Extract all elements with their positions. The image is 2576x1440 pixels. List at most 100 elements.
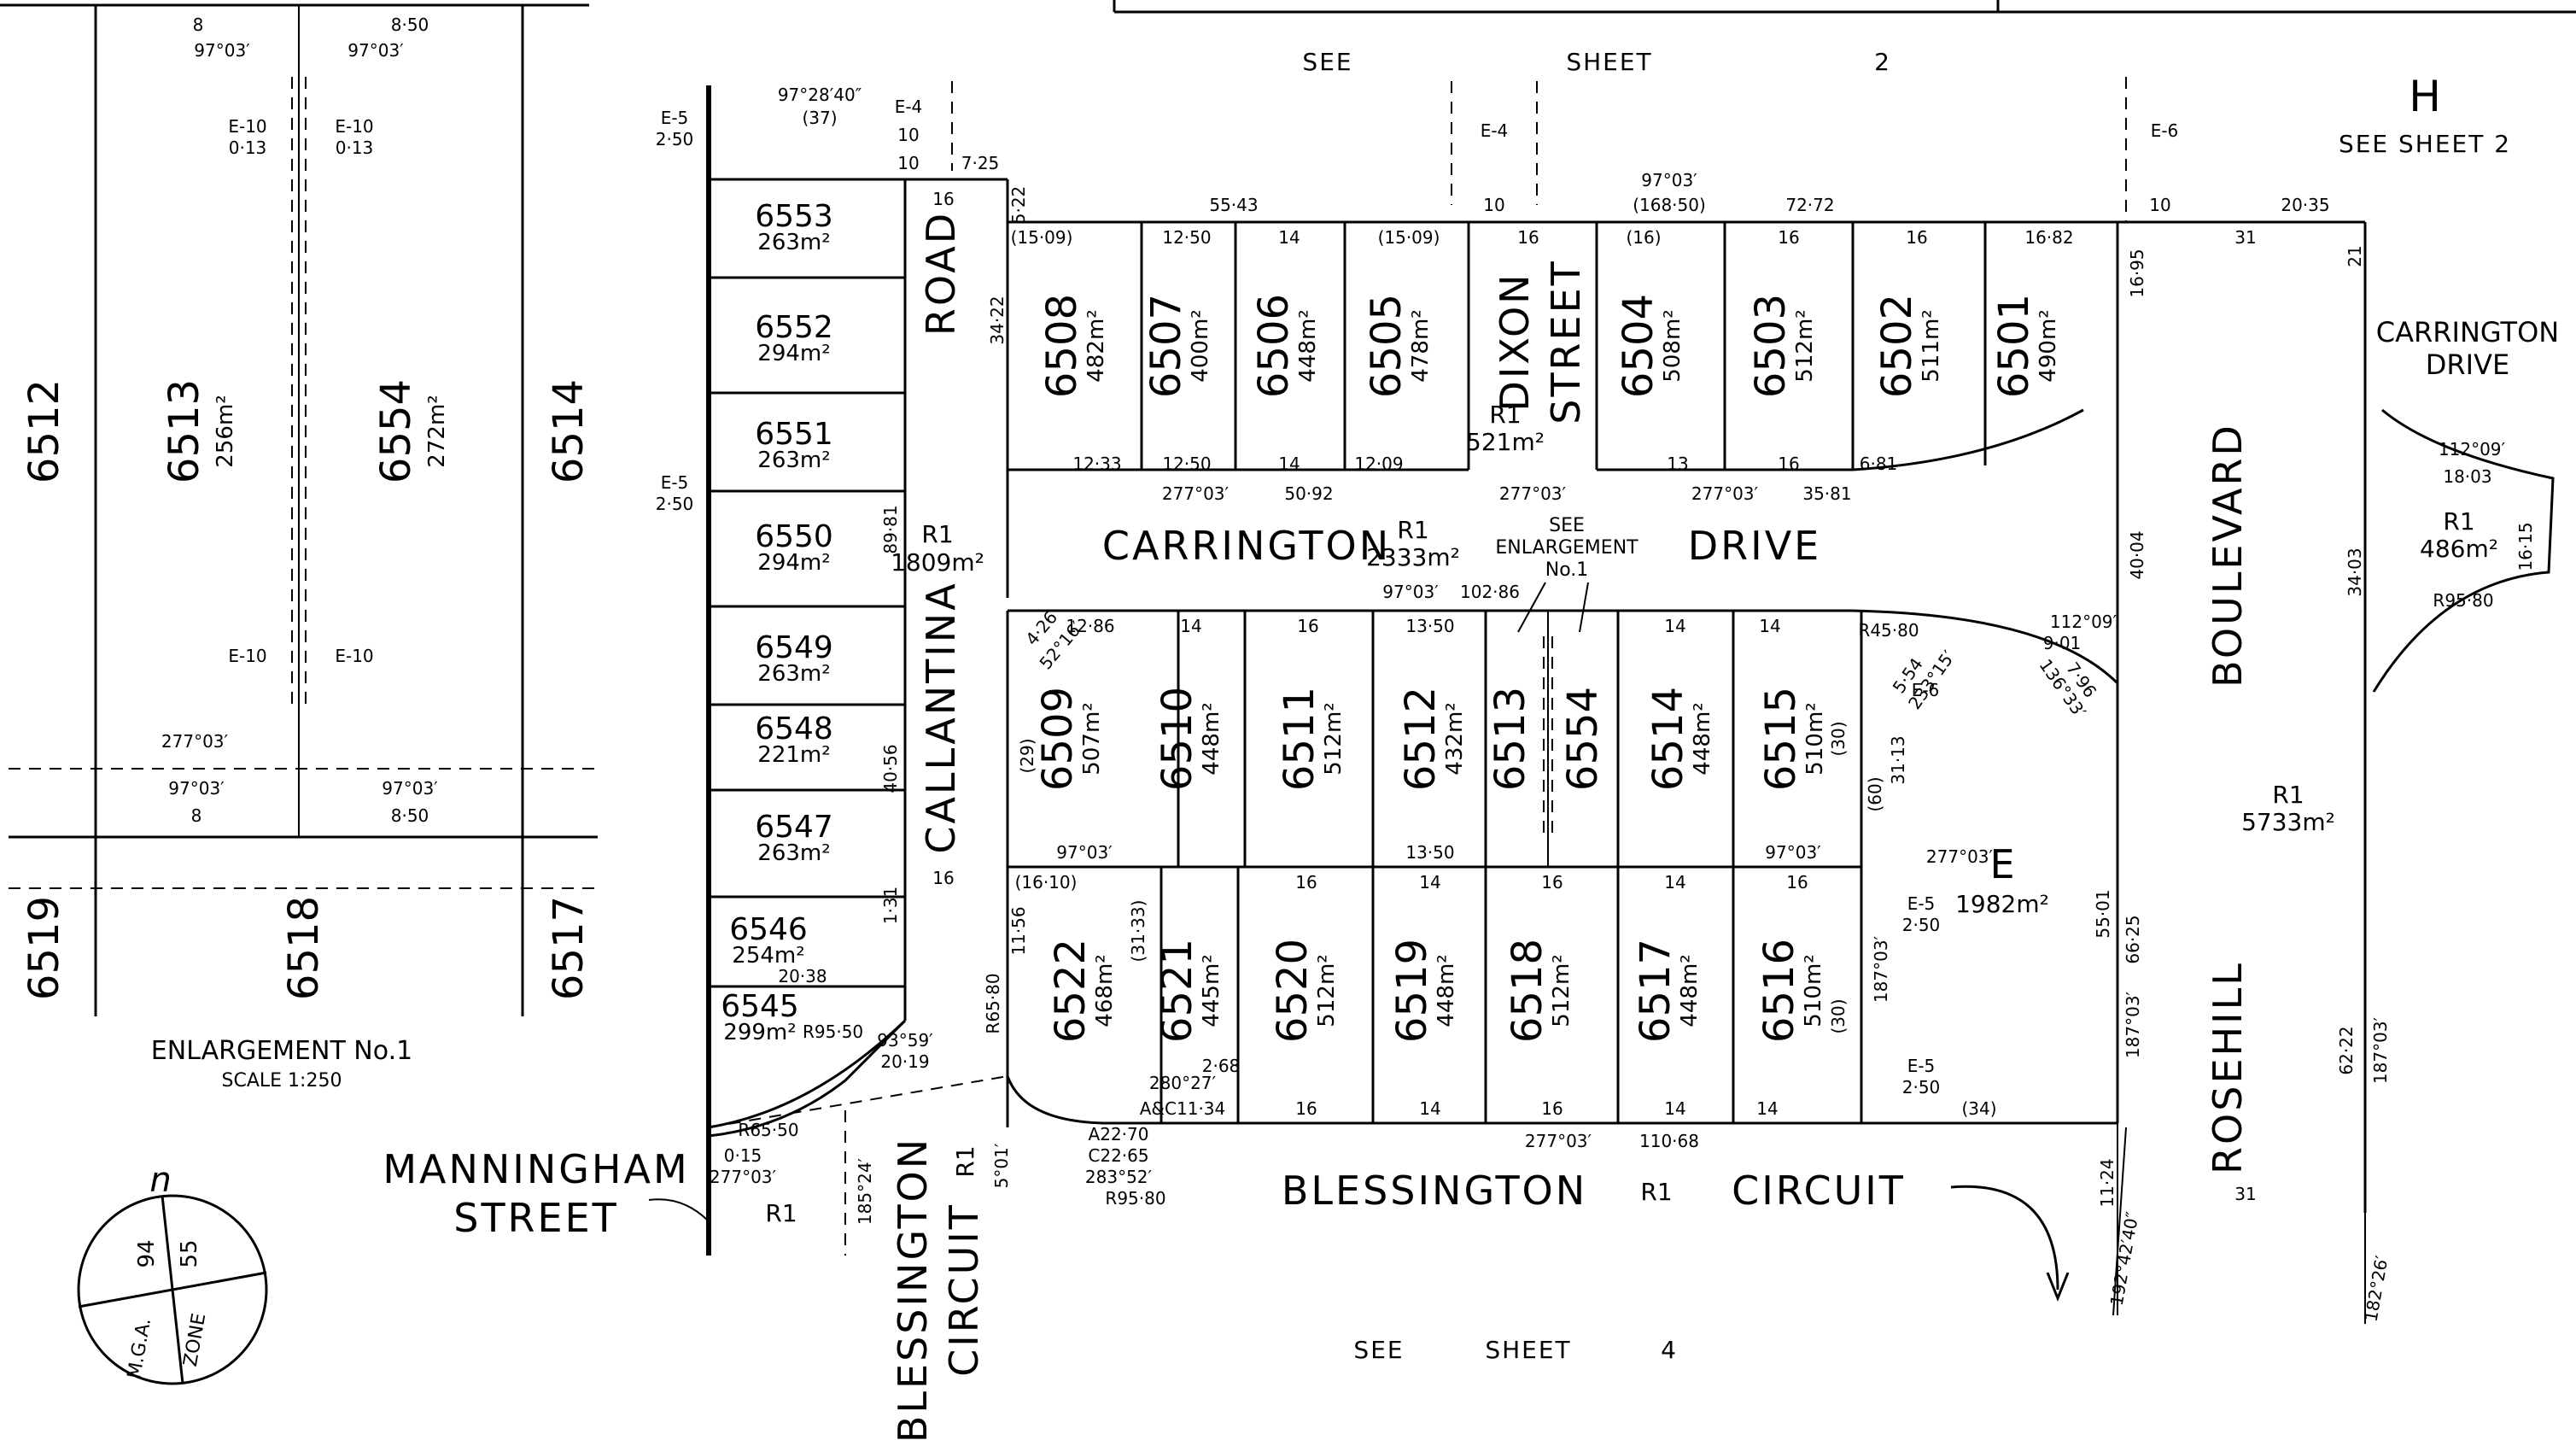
enl-bearing-4: 97°03′ (168, 778, 225, 799)
enl-dim-8-50: 8·50 (391, 15, 429, 35)
road-carrington: CARRINGTON (1102, 523, 1391, 569)
svg-text:ENLARGEMENT: ENLARGEMENT (1495, 537, 1638, 559)
zone-mga: M.G.A. (124, 1316, 155, 1380)
enl-e10-lower-2: E-10 (335, 646, 373, 666)
dim-97-03-lower-b: 97°03′ (1765, 842, 1821, 863)
dim-e4-top: E-4 (895, 97, 923, 117)
dim-r65-50: R65·50 (738, 1120, 798, 1140)
r1-boulevard: R1 (2272, 781, 2304, 809)
dim-20-35: 20·35 (2281, 195, 2329, 215)
lot-6517: 6517 (1632, 939, 1679, 1043)
dim-34-22: 34·22 (987, 296, 1008, 344)
dim-277-east: 277°03′ (1691, 483, 1759, 504)
enl-bearing: 97°03′ (194, 40, 250, 61)
lot-6510: 6510 (1154, 687, 1201, 791)
lot-6551-area: 263m² (757, 448, 830, 473)
r1-dixon: R1 (1489, 401, 1521, 429)
north-arrow: n 94 55 M.G.A. ZONE (77, 1161, 268, 1385)
dim-r95-80-b: R95·80 (1105, 1188, 1165, 1209)
dim-55-43: 55·43 (1209, 195, 1258, 215)
lot-6509: 6509 (1034, 687, 1082, 791)
dim-12-50-a: 12·50 (1162, 227, 1211, 248)
lot-6508-area: 482m² (1084, 309, 1109, 382)
dim-r95-50: R95·50 (803, 1021, 863, 1042)
enl-lot-6513: 6513 (161, 379, 208, 483)
dim-37: (37) (802, 108, 837, 128)
dim-14-f: 14 (1419, 872, 1440, 893)
enl-lot-6514: 6514 (545, 379, 593, 483)
enl-e10-label: E-10 (228, 116, 266, 137)
lot-6553-area: 263m² (757, 230, 830, 255)
dim-e6-top: E-6 (2151, 120, 2179, 141)
lot-6504-area: 508m² (1660, 309, 1685, 382)
lot-6520-area: 512m² (1314, 954, 1340, 1027)
road-names: ROAD CALLANTINA CARRINGTON DRIVE DIXON S… (383, 211, 2559, 1440)
r1-boulevard-area: 5733m² (2241, 808, 2335, 836)
enl-e10-lower: E-10 (228, 646, 266, 666)
dim-97-03-lower: 97°03′ (1056, 842, 1113, 863)
dim-15-09: (15·09) (1011, 227, 1073, 248)
dim-14-c: 14 (1180, 616, 1201, 636)
dim-11-24: 11·24 (2097, 1158, 2117, 1207)
dim-31: 31 (2234, 227, 2256, 248)
dim-40-04: 40·04 (2127, 530, 2147, 579)
dim-13: 13 (1667, 454, 1688, 474)
sheet-refs: SEE SHEET 2 SEE SHEET 4 H SEE SHEET 2 (1302, 48, 2509, 1364)
lot-6548: 6548 (755, 711, 833, 746)
lot-6546: 6546 (729, 912, 808, 947)
enl-lot-6519: 6519 (20, 896, 68, 1000)
dim-e6-mid: E-6 (1912, 680, 1940, 700)
dim-14-h: 14 (1419, 1098, 1440, 1119)
dim-30-a: (30) (1828, 721, 1849, 756)
dim-21: 21 (2345, 245, 2365, 266)
lot-6518: 6518 (1504, 939, 1551, 1043)
lot-6546-area: 254m² (732, 943, 804, 969)
lot-6547-area: 263m² (757, 840, 830, 866)
dim-112-09: 112°09′ (2050, 612, 2117, 632)
dim-14-b: 14 (1278, 454, 1300, 474)
dim-31-b: 31 (2234, 1184, 2256, 1204)
zone-55: 55 (177, 1239, 202, 1267)
dim-250-mid: 2·50 (656, 494, 694, 514)
lot-6520: 6520 (1269, 939, 1317, 1043)
dim-12-86: 12·86 (1066, 616, 1114, 636)
lot-6522-area: 468m² (1092, 954, 1118, 1027)
enl-bearing-5: 97°03′ (382, 778, 438, 799)
lot-6512: 6512 (1397, 687, 1445, 791)
dim-250-e: 2·50 (1902, 915, 1941, 935)
enlargement-scale: SCALE 1:250 (222, 1070, 342, 1092)
dim-7-25: 7·25 (961, 153, 1000, 173)
lot-6503-area: 512m² (1792, 309, 1818, 382)
dim-31-13: 31·13 (1888, 735, 1908, 784)
lot-6549: 6549 (755, 630, 833, 665)
enl-e10-label-2: E-10 (335, 116, 373, 137)
dim-89-81: 89·81 (880, 505, 901, 553)
dim-10-top-b: 10 (897, 153, 919, 173)
dim-187-right: 187°03′ (2370, 1016, 2391, 1084)
sheet-h-label: H (2409, 72, 2441, 121)
dim-13-50-b: 13·50 (1405, 842, 1454, 863)
dim-14-a: 14 (1278, 227, 1300, 248)
dim-e5-mid: E-5 (661, 472, 689, 493)
dim-277-south: 277°03′ (1525, 1131, 1592, 1151)
enl-lot-6513-area: 256m² (213, 395, 238, 467)
dim-11-56: 11·56 (1008, 906, 1029, 955)
enlargement-inset: 8 8·50 97°03′ 97°03′ E-10 E-10 0·13 0·13… (0, 3, 598, 1092)
dim-30-b: (30) (1828, 998, 1849, 1033)
dim-72-72: 72·72 (1785, 195, 1834, 215)
road-blessington: BLESSINGTON (1282, 1168, 1587, 1214)
zone-label: ZONE (180, 1312, 211, 1368)
dim-16-d: 16 (1778, 227, 1799, 248)
dim-16-k: 16 (1295, 1098, 1317, 1119)
dim-16-95: 16·95 (2127, 249, 2147, 297)
lot-6509-area: 507m² (1079, 702, 1105, 775)
dim-97-28-top: 97°28′40″ (778, 85, 862, 105)
dim-e4-mid: E-4 (1481, 120, 1509, 141)
dim-12-09: 12·09 (1354, 454, 1403, 474)
lot-6515: 6515 (1757, 687, 1805, 791)
dim-97-03-top: 97°03′ (1641, 170, 1697, 190)
road-blessington-vertical: BLESSINGTON (890, 1137, 936, 1440)
see-enlargement-note: SEE ENLARGEMENT No.1 (1495, 515, 1638, 633)
dim-192-42: 192°42′40″ (2106, 1210, 2143, 1308)
north-lots: 6508 482m² 6507 400m² 6506 448m² 6505 47… (1038, 294, 2061, 398)
